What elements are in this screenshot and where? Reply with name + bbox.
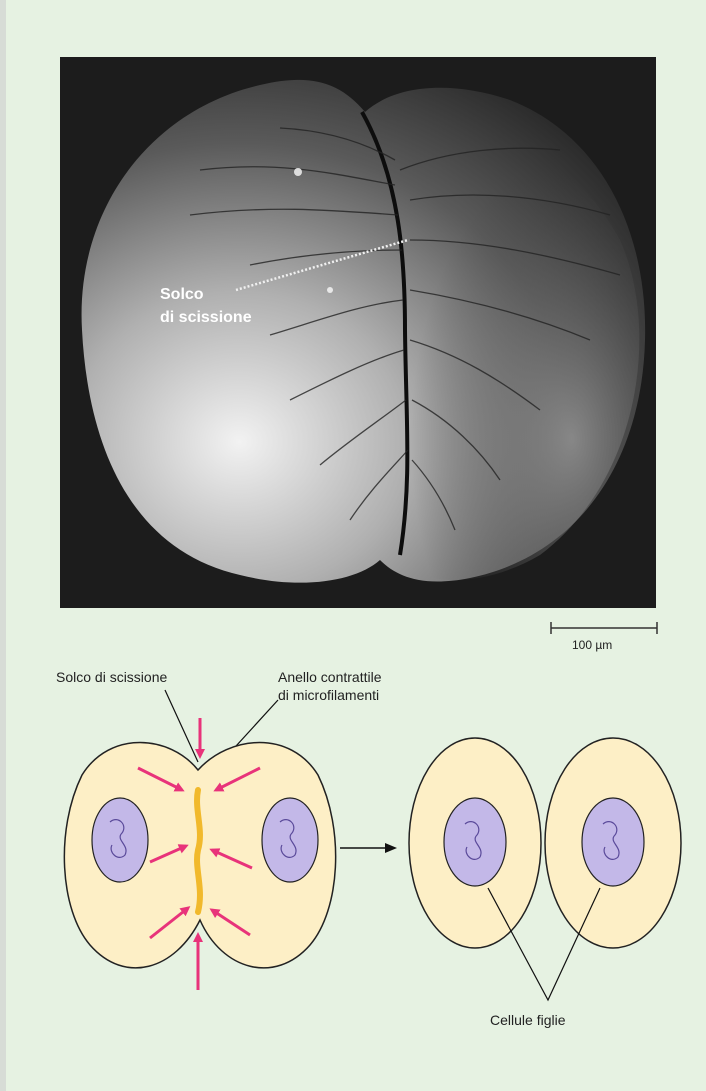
left-nucleus [92, 798, 148, 882]
surface-particle [327, 287, 333, 293]
right-nucleus [262, 798, 318, 882]
surface-particle [294, 168, 302, 176]
scale-bar-label: 100 µm [572, 638, 612, 652]
daughter-cell-left [409, 738, 541, 948]
daughter-right-nucleus [582, 798, 644, 886]
label-daughter-cells: Cellule figlie [490, 1012, 566, 1028]
label-contractile-ring-line1: Anello contrattile [278, 669, 382, 685]
scale-bar: 100 µm [551, 622, 657, 652]
daughter-cell-right [545, 738, 681, 948]
micrograph: Solco di scissione [60, 57, 656, 608]
micrograph-label-line2: di scissione [160, 309, 252, 326]
daughter-left-nucleus [444, 798, 506, 886]
micrograph-label-line1: Solco [160, 286, 204, 303]
label-contractile-ring-line2: di microfilamenti [278, 687, 379, 703]
cleaving-egg [82, 80, 646, 583]
dividing-cell [64, 718, 335, 990]
contractile-ring [197, 790, 200, 912]
label-cleavage-furrow: Solco di scissione [56, 669, 167, 685]
